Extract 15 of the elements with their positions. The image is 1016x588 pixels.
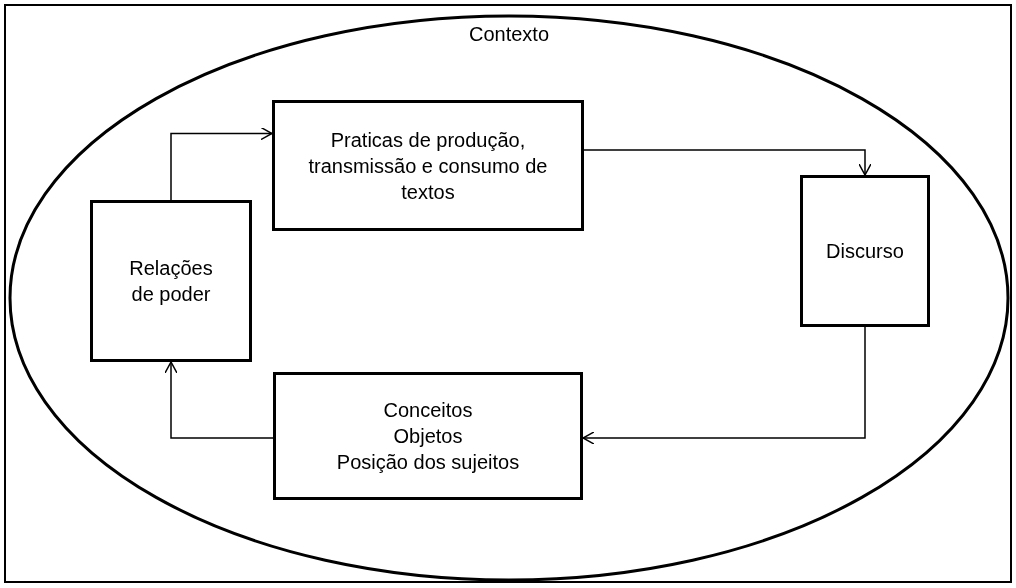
box-text: Conceitos xyxy=(383,398,473,423)
process-box xyxy=(273,372,583,500)
arrow xyxy=(164,361,274,439)
process-box xyxy=(272,100,584,231)
process-box xyxy=(800,175,930,327)
box-text: Discurso xyxy=(826,239,904,264)
box-text: Praticas de produção, transmissão e consumo de textos xyxy=(307,127,549,205)
arrow xyxy=(583,149,872,176)
box-text: Relações de poder xyxy=(128,256,214,307)
arrow xyxy=(582,326,866,445)
box-text: Objetos xyxy=(393,424,463,449)
box-text: Posição dos sujeitos xyxy=(336,450,520,475)
context-title: Contexto xyxy=(468,22,550,46)
process-box xyxy=(90,200,252,362)
arrow xyxy=(170,126,273,201)
